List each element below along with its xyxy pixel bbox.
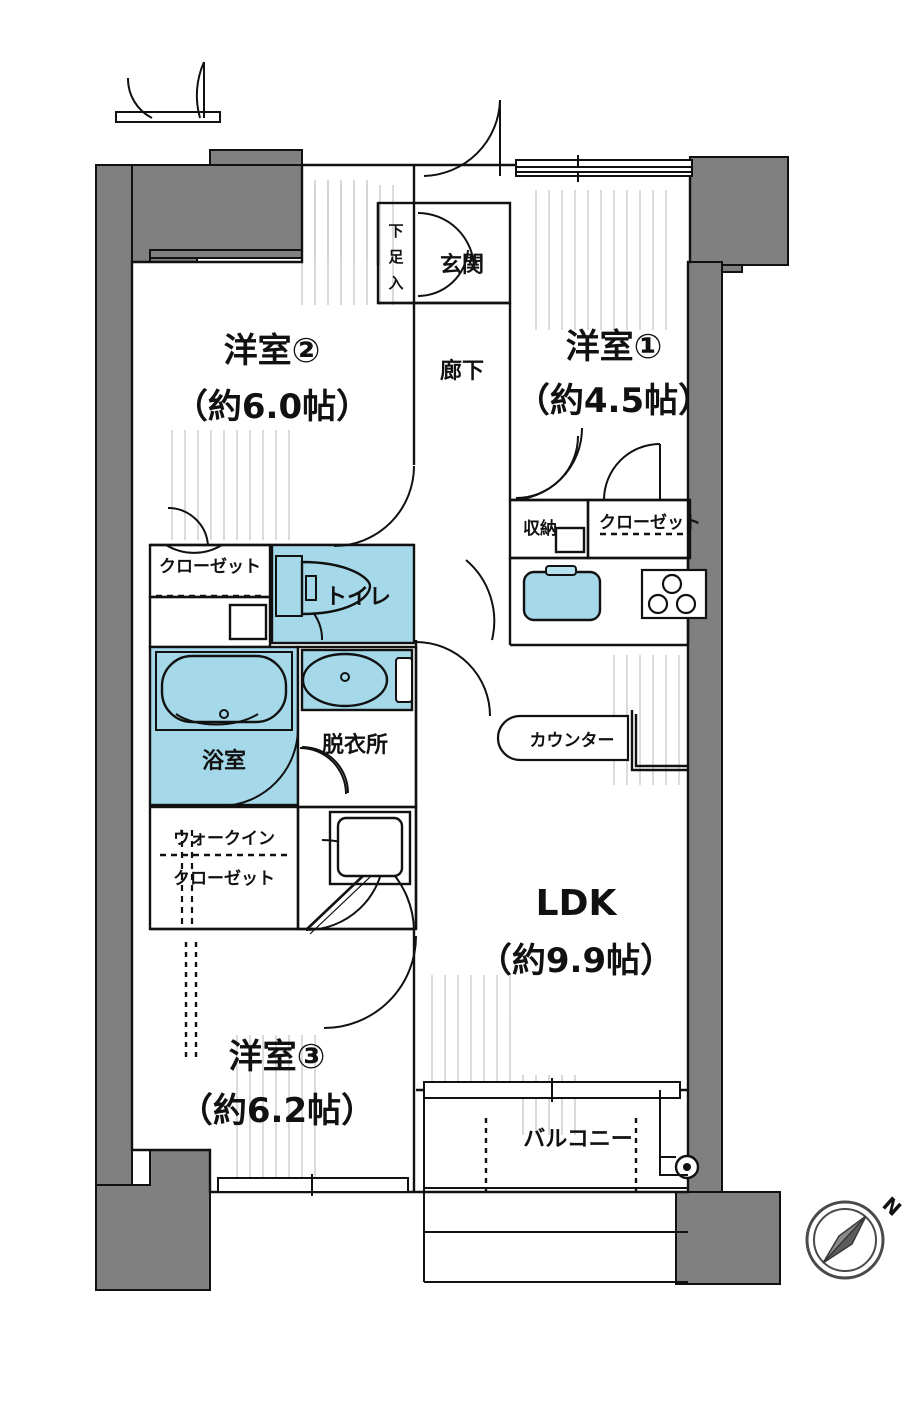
label-closet-bed1: クローゼット [599,512,701,533]
label-washitsu3-name: 洋室③ [229,1037,326,1077]
label-genkan: 玄関 [440,252,484,278]
label-getabako-c1: 下 [388,222,403,240]
room-text-labels: 洋室② （約6.0帖） 洋室① （約4.5帖） 洋室③ （約6.2帖） LDK … [159,222,712,1152]
label-walkin-line1: ウォークイン [173,829,275,849]
label-ldk-area: （約9.9帖） [478,941,674,981]
stove-fixture [640,568,708,620]
label-getabako-c3: 入 [388,274,403,292]
floor-hatching [165,180,690,1185]
label-rouka: 廊下 [440,358,484,384]
label-yokushitsu: 浴室 [202,748,246,774]
label-getabako-c2: 足 [388,248,404,266]
counter-callout [496,714,630,762]
label-washitsu1-name: 洋室① [566,327,663,367]
window-openings [115,111,693,1196]
label-washitsu3-area: （約6.2帖） [179,1091,375,1131]
label-toilet: トイレ [325,585,391,610]
label-walkin-line2: クローゼット [173,868,275,889]
label-washitsu1-area: （約4.5帖） [516,381,712,421]
vanity-sink-fixture [301,652,413,708]
label-washitsu2-name: 洋室② [224,331,321,371]
walkin-rod-dashes [180,830,194,929]
label-counter: カウンター [530,731,615,751]
structural-walls [95,149,789,1291]
label-datsuijo: 脱衣所 [322,732,388,758]
label-balcony: バルコニー [523,1127,633,1152]
balcony-rails [423,1090,688,1283]
label-closet-bed2: クローゼット [159,556,261,577]
balcony-tap-fixture [659,1154,700,1180]
label-washitsu2-area: （約6.0帖） [174,387,370,427]
washing-machine-fixture [336,816,404,878]
toilet-fixture [275,555,372,617]
bathtub-fixture [155,651,293,731]
label-ldk-name: LDK [536,883,618,924]
label-shuno: 収納 [523,518,557,539]
kitchen-sink-fixture [522,565,602,622]
